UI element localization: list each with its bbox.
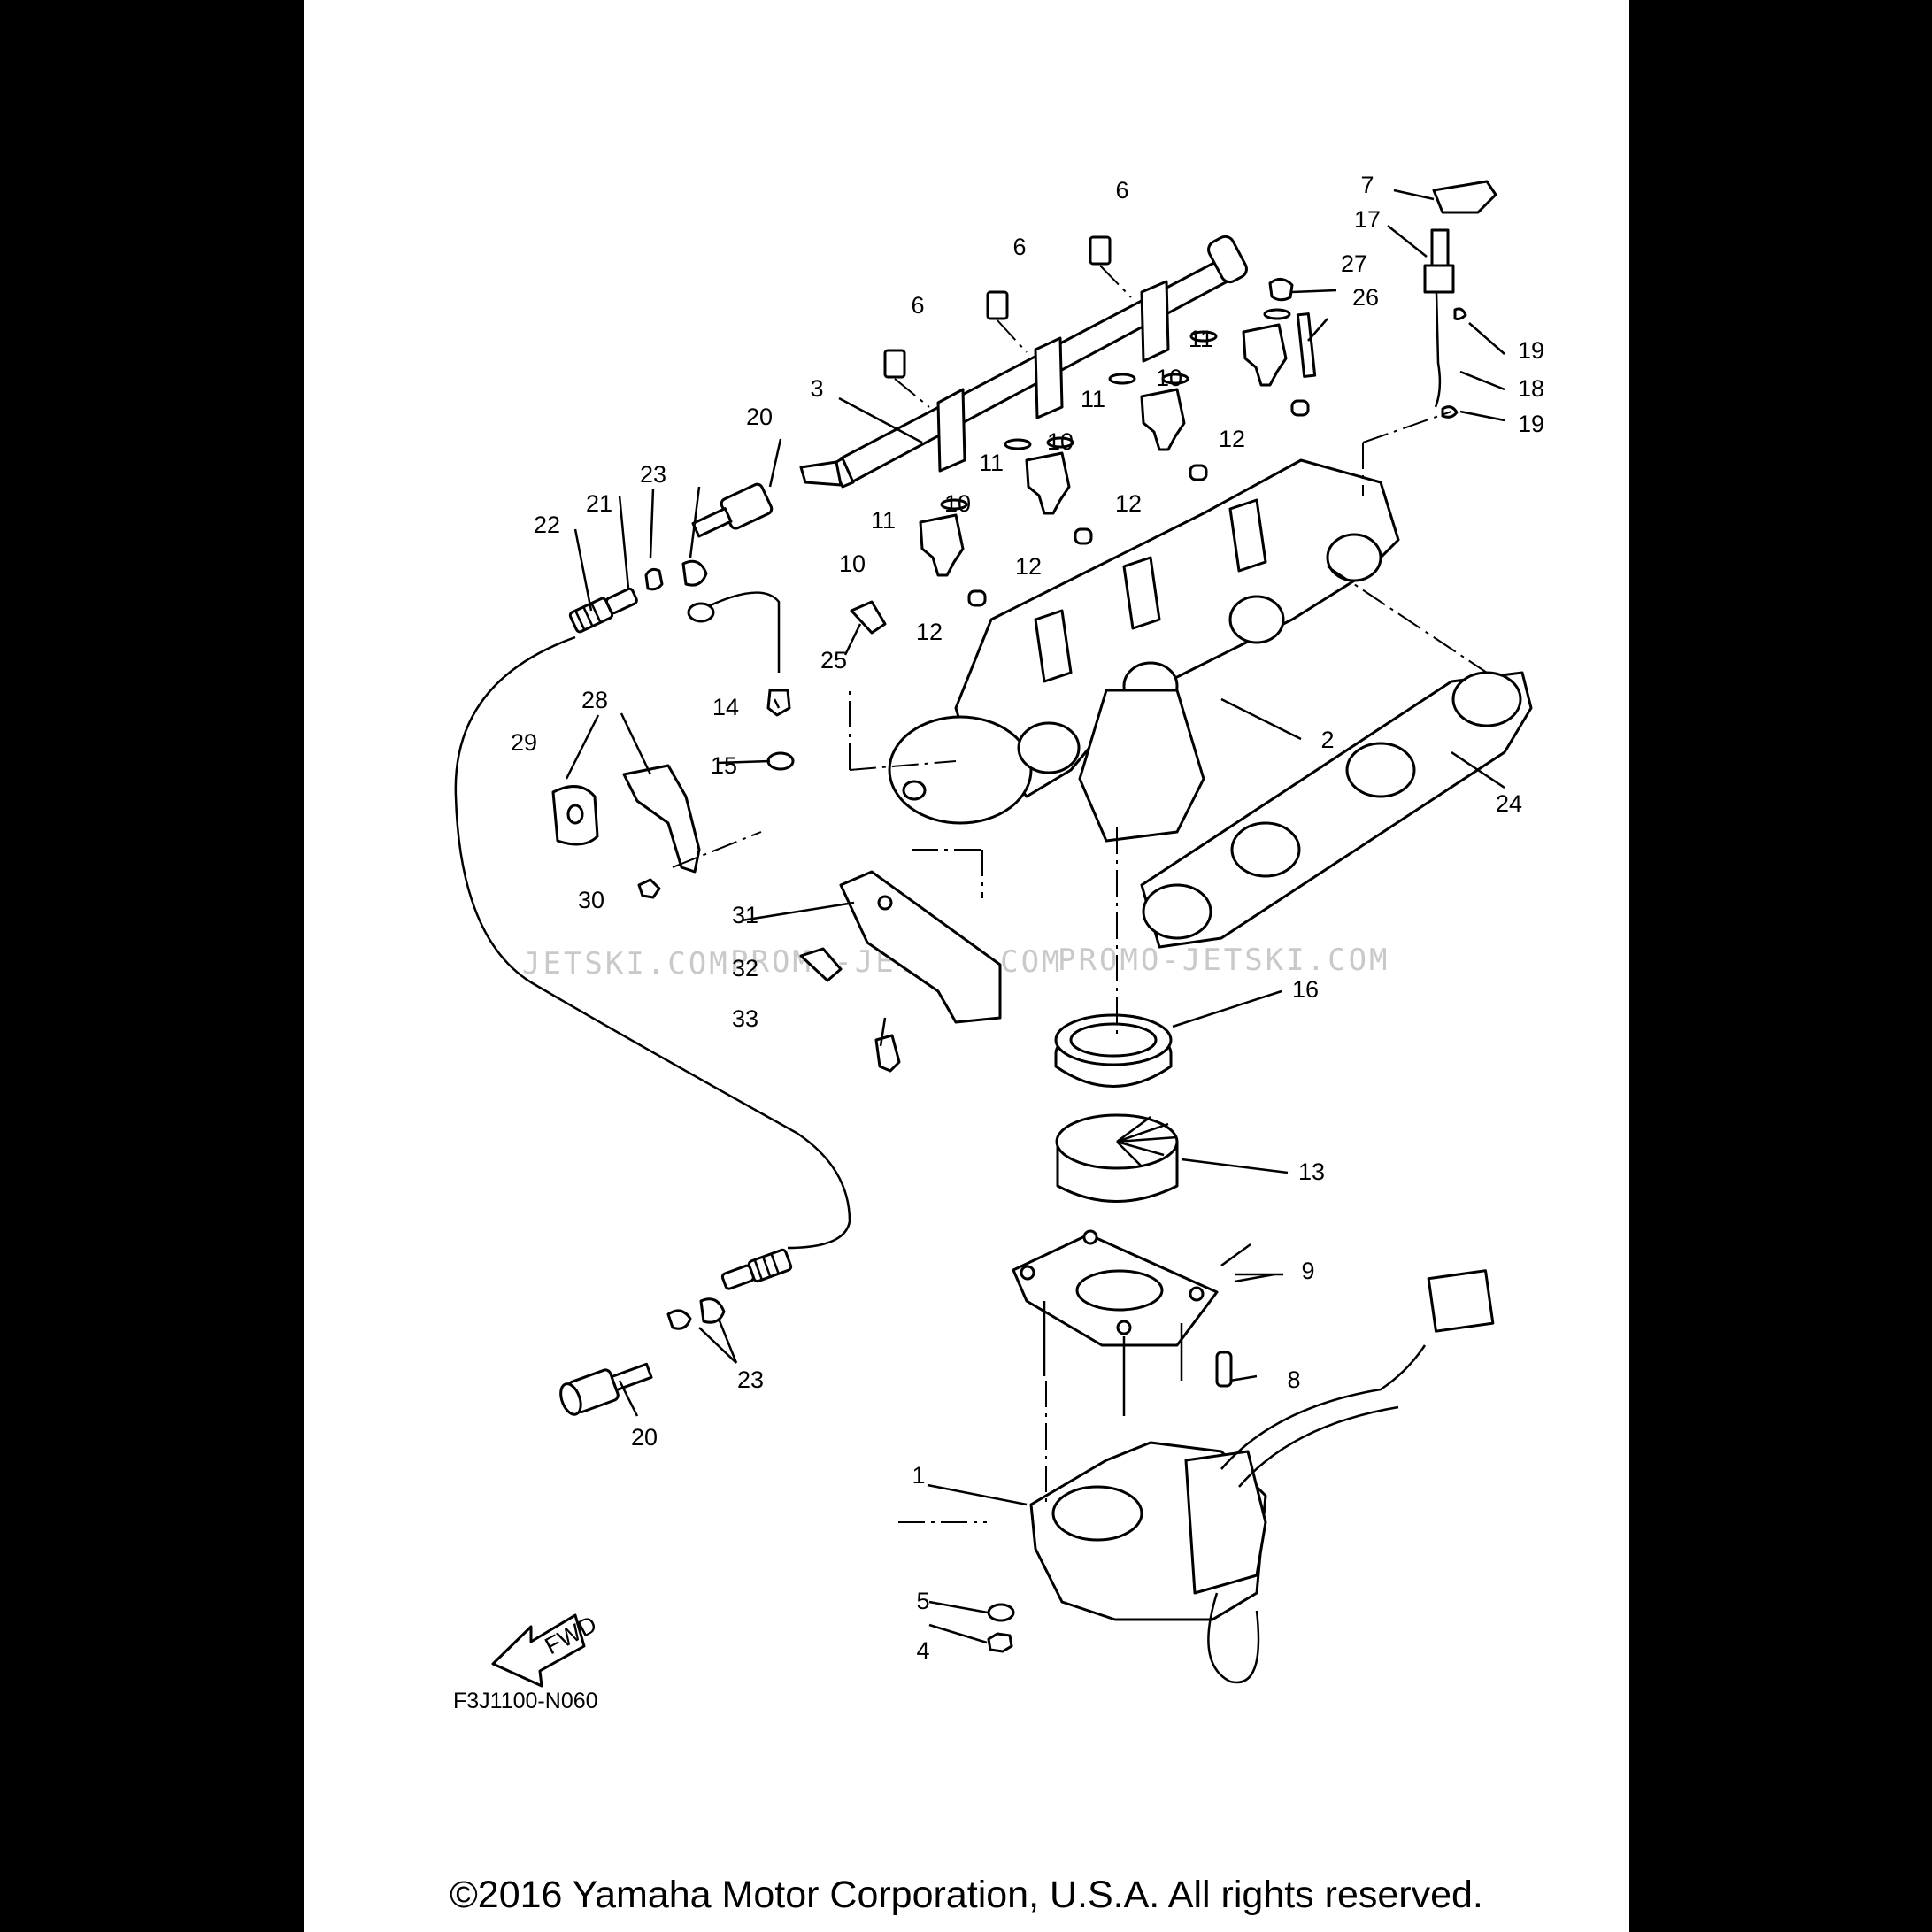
callout-18: 18	[1518, 375, 1544, 402]
callout-8: 8	[1287, 1366, 1300, 1393]
copyright-notice: ©2016 Yamaha Motor Corporation, U.S.A. A…	[450, 1874, 1483, 1916]
watermark-left: JETSKI.COM	[522, 946, 730, 981]
watermark: JETSKI.COM PROMO-JETSKI.COM PROMO-JETSKI…	[522, 943, 1390, 981]
callout-7: 7	[1360, 172, 1374, 198]
callout-32: 32	[732, 955, 758, 981]
callout-14: 14	[712, 694, 739, 720]
callout-29: 29	[511, 729, 537, 756]
callout-21: 21	[586, 490, 612, 517]
callout-10a: 10	[839, 550, 866, 577]
callout-20a: 20	[746, 404, 773, 430]
callout-5: 5	[916, 1588, 929, 1614]
callout-26: 26	[1352, 284, 1379, 311]
callout-11a: 11	[871, 507, 896, 534]
throttle-spacer	[1012, 1229, 1233, 1416]
intake-manifold	[888, 458, 1400, 843]
callout-6b: 6	[1012, 234, 1026, 260]
callout-33: 33	[732, 1005, 758, 1032]
callout-numbers: 1 2 3 4 5 6 6 6 7 8 9 10 10 10 10 11 11 …	[511, 172, 1544, 1664]
seal-ring	[1054, 1013, 1173, 1088]
callout-12d: 12	[1219, 426, 1245, 452]
callout-4: 4	[916, 1637, 929, 1664]
callout-23a: 23	[640, 461, 666, 488]
callout-17: 17	[1354, 206, 1381, 233]
flame-arrester	[1055, 1113, 1179, 1203]
rail-bolts	[883, 235, 1132, 408]
callout-24: 24	[1496, 790, 1522, 817]
callout-2: 2	[1320, 727, 1334, 753]
callout-12a: 12	[916, 619, 943, 645]
callout-19b: 19	[1518, 411, 1544, 437]
manifold-stay	[799, 600, 1002, 1073]
temperature-sensor	[687, 591, 795, 771]
callout-20b: 20	[631, 1424, 658, 1451]
nut-and-washer	[987, 1603, 1015, 1653]
callout-12c: 12	[1115, 490, 1142, 517]
watermark-right: PROMO-JETSKI.COM	[1058, 943, 1390, 978]
callout-13: 13	[1298, 1158, 1325, 1185]
callout-3: 3	[810, 375, 823, 402]
fuel-injectors	[919, 308, 1310, 607]
fwd-arrow: FWD	[491, 1611, 601, 1688]
throttle-cable	[454, 482, 851, 1416]
callout-15: 15	[711, 752, 737, 779]
callout-28: 28	[581, 687, 608, 713]
throttle-body	[1029, 1269, 1495, 1684]
callout-10c: 10	[1047, 428, 1074, 455]
callout-10b: 10	[944, 490, 971, 517]
callout-25: 25	[820, 647, 847, 674]
callout-16: 16	[1292, 976, 1319, 1003]
callout-23b: 23	[737, 1366, 764, 1393]
map-sensor-assembly	[1268, 180, 1497, 419]
callout-6c: 6	[911, 292, 924, 319]
callout-9: 9	[1301, 1258, 1314, 1284]
callout-19a: 19	[1518, 337, 1544, 364]
fuel-rail	[799, 235, 1248, 489]
callout-22: 22	[534, 512, 560, 538]
callout-6a: 6	[1115, 177, 1128, 204]
assembly-axes	[672, 411, 1488, 1523]
callout-10d: 10	[1156, 365, 1182, 391]
leader-lines	[565, 189, 1505, 1644]
callout-27: 27	[1341, 250, 1367, 277]
cable-bracket	[551, 764, 701, 899]
callout-1: 1	[912, 1462, 925, 1489]
callout-31: 31	[732, 902, 758, 928]
callout-11b: 11	[979, 450, 1004, 476]
callout-12b: 12	[1015, 553, 1042, 580]
callout-11c: 11	[1081, 386, 1105, 412]
diagram-code: F3J1100-N060	[453, 1689, 598, 1713]
callout-11d: 11	[1189, 326, 1213, 352]
callout-30: 30	[578, 887, 604, 913]
manifold-gasket	[1140, 671, 1533, 949]
